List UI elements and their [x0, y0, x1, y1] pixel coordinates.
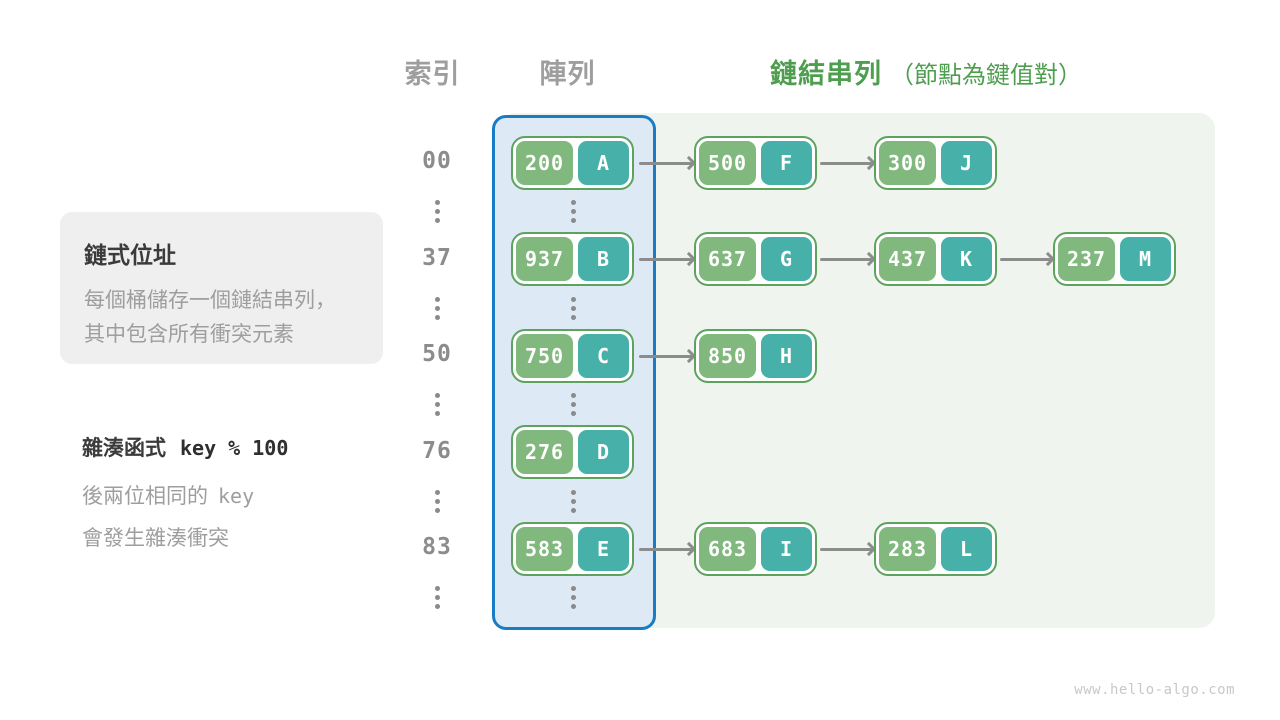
chain-node-500-F: 500 F: [694, 136, 817, 190]
arrow-right-icon: [639, 258, 692, 261]
node-key: 300: [879, 141, 936, 185]
ellipsis-dots: [434, 393, 440, 416]
node-key: 283: [879, 527, 936, 571]
node-value: L: [941, 527, 992, 571]
chain-node-283-L: 283 L: [874, 522, 997, 576]
ellipsis-dots: [434, 200, 440, 223]
node-key: 200: [516, 141, 573, 185]
ellipsis-dots: [570, 200, 576, 223]
node-value: J: [941, 141, 992, 185]
linked-list-column-header: 鏈結串列 （節點為鍵值對）: [770, 52, 1082, 91]
chain-node-437-K: 437 K: [874, 232, 997, 286]
ellipsis-dots: [434, 490, 440, 513]
bucket-node-276-D: 276 D: [511, 425, 634, 479]
linked-list-header-subtitle: （節點為鍵值對）: [890, 62, 1082, 89]
node-key: 637: [699, 237, 756, 281]
node-value: H: [761, 334, 812, 378]
chain-node-637-G: 637 G: [694, 232, 817, 286]
bucket-node-200-A: 200 A: [511, 136, 634, 190]
arrow-right-icon: [820, 258, 872, 261]
info-card-title: 鏈式位址: [84, 242, 176, 268]
index-label-50: 50: [422, 341, 452, 367]
bucket-node-750-C: 750 C: [511, 329, 634, 383]
index-column-header: 索引: [404, 59, 461, 89]
arrow-right-icon: [639, 548, 692, 551]
bucket-node-583-E: 583 E: [511, 522, 634, 576]
hash-note-line2-text: 後兩位相同的: [82, 485, 208, 508]
info-card-line2: 其中包含所有衝突元素: [84, 323, 294, 346]
arrow-right-icon: [820, 548, 872, 551]
node-value: E: [578, 527, 629, 571]
node-value: K: [941, 237, 992, 281]
node-value: F: [761, 141, 812, 185]
index-label-76: 76: [422, 438, 452, 464]
node-key: 750: [516, 334, 573, 378]
chain-node-683-I: 683 I: [694, 522, 817, 576]
node-value: I: [761, 527, 812, 571]
node-key: 500: [699, 141, 756, 185]
ellipsis-dots: [570, 586, 576, 609]
node-value: A: [578, 141, 629, 185]
chaining-info-card: 鏈式位址 每個桶儲存一個鏈結串列， 其中包含所有衝突元素: [60, 212, 383, 364]
ellipsis-dots: [434, 586, 440, 609]
node-value: D: [578, 430, 629, 474]
ellipsis-dots: [570, 297, 576, 320]
index-label-00: 00: [422, 148, 452, 174]
node-key: 850: [699, 334, 756, 378]
node-value: B: [578, 237, 629, 281]
node-key: 437: [879, 237, 936, 281]
hash-function-note: 雜湊函式 key % 100 後兩位相同的 key 會發生雜湊衝突: [82, 432, 402, 552]
chain-node-237-M: 237 M: [1053, 232, 1176, 286]
node-key: 276: [516, 430, 573, 474]
hash-note-line2-code: key: [218, 484, 255, 508]
node-value: G: [761, 237, 812, 281]
arrow-right-icon: [820, 162, 872, 165]
node-key: 683: [699, 527, 756, 571]
arrow-right-icon: [1000, 258, 1051, 261]
hash-function-label: 雜湊函式: [82, 437, 166, 460]
hash-note-line3: 會發生雜湊衝突: [82, 527, 229, 550]
node-key: 937: [516, 237, 573, 281]
node-key: 237: [1058, 237, 1115, 281]
arrow-right-icon: [639, 355, 692, 358]
chain-node-300-J: 300 J: [874, 136, 997, 190]
node-value: C: [578, 334, 629, 378]
node-key: 583: [516, 527, 573, 571]
arrow-right-icon: [639, 162, 692, 165]
index-label-83: 83: [422, 534, 452, 560]
node-value: M: [1120, 237, 1171, 281]
array-column-header: 陣列: [539, 59, 596, 89]
ellipsis-dots: [570, 490, 576, 513]
chain-node-850-H: 850 H: [694, 329, 817, 383]
index-label-37: 37: [422, 245, 452, 271]
linked-list-header-title: 鏈結串列: [770, 59, 882, 89]
ellipsis-dots: [570, 393, 576, 416]
bucket-node-937-B: 937 B: [511, 232, 634, 286]
ellipsis-dots: [434, 297, 440, 320]
hash-function-formula: key % 100: [180, 436, 289, 460]
watermark: www.hello-algo.com: [1074, 682, 1235, 698]
info-card-line1: 每個桶儲存一個鏈結串列，: [84, 289, 336, 312]
